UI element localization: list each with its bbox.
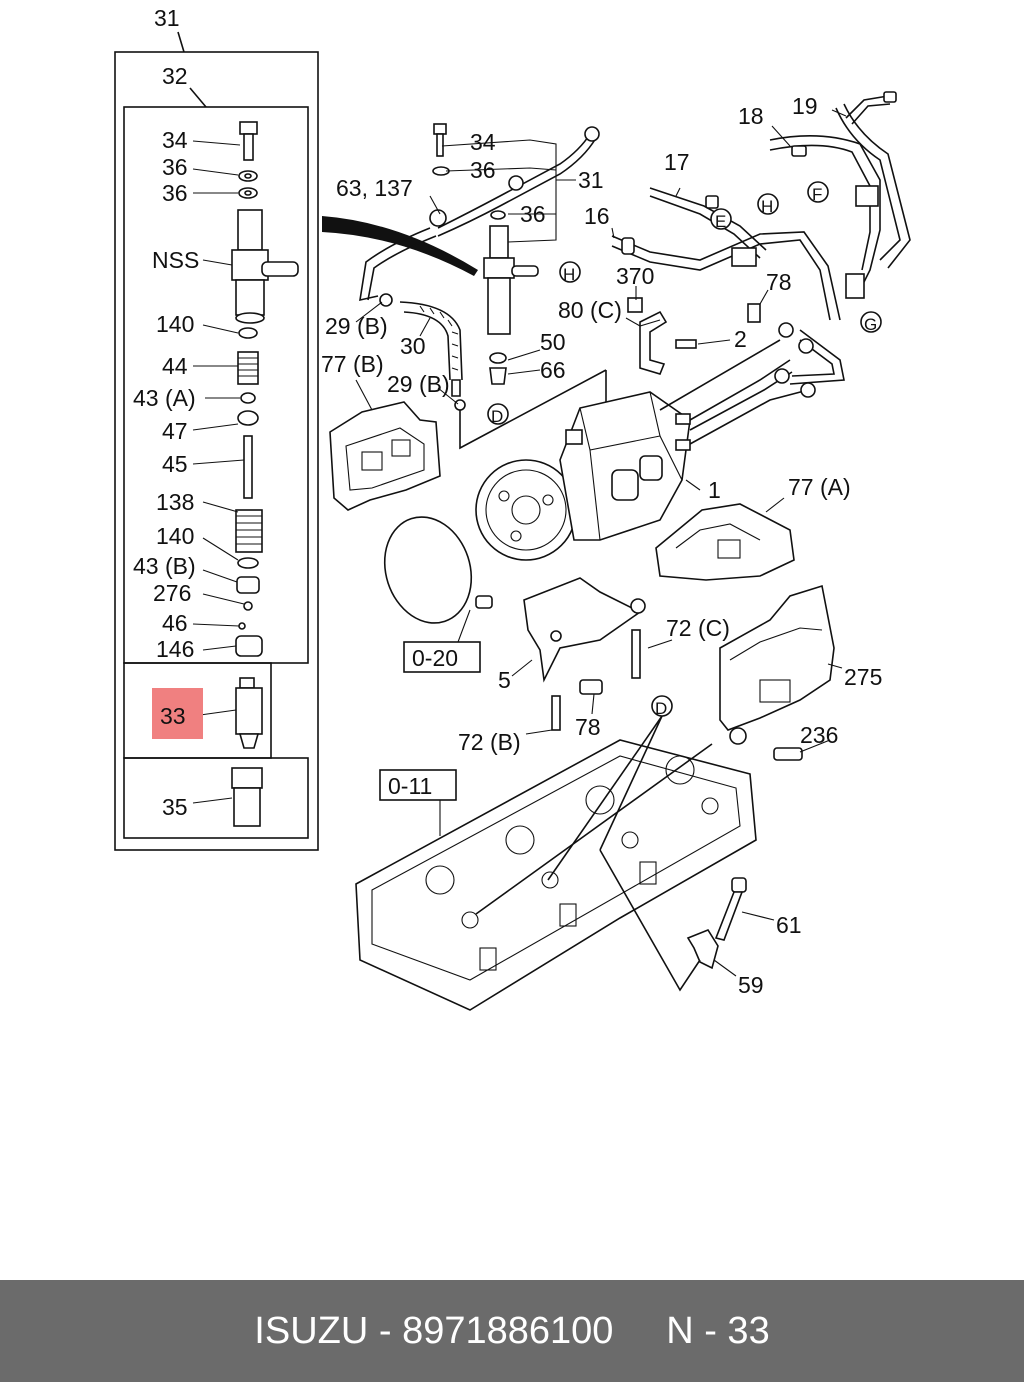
callout-275: 275	[844, 664, 882, 690]
callout-2: 2	[734, 326, 747, 352]
callout-32: 32	[162, 63, 188, 89]
callout-34: 34	[162, 127, 188, 153]
callout-0-20: 0-20	[412, 645, 458, 671]
callout-1: 1	[708, 477, 721, 503]
callout-370: 370	[616, 263, 654, 289]
ref-box-0-20	[403, 641, 481, 673]
callout-18: 18	[738, 103, 764, 129]
injector-assembly-panel	[114, 31, 319, 851]
callout-72b: 72 (B)	[458, 729, 521, 755]
callout-36: 36	[162, 180, 188, 206]
marker-h: H	[761, 197, 773, 216]
callout-29b: 29 (B)	[387, 371, 450, 397]
callout-80c: 80 (C)	[558, 297, 622, 323]
callout-36: 36	[162, 154, 188, 180]
callout-50: 50	[540, 329, 566, 355]
marker-e: E	[715, 212, 726, 231]
callout-43b: 43 (B)	[133, 553, 196, 579]
ref-box-0-11	[379, 769, 457, 801]
engine-assembly-drawing	[322, 91, 911, 1011]
callout-43a: 43 (A)	[133, 385, 196, 411]
callout-276: 276	[153, 580, 191, 606]
callout-47: 47	[162, 418, 188, 444]
callout-29b: 29 (B)	[325, 313, 388, 339]
callout-34: 34	[470, 129, 496, 155]
marker-h: H	[563, 265, 575, 284]
callout-nss: NSS	[152, 247, 199, 273]
highlight-box	[152, 688, 203, 739]
callout-140: 140	[156, 311, 194, 337]
callout-77a: 77 (A)	[788, 474, 851, 500]
marker-g: G	[864, 315, 877, 334]
callout-5: 5	[498, 667, 511, 693]
callout-78: 78	[575, 714, 601, 740]
footer-gap	[613, 1310, 666, 1353]
callout-66: 66	[540, 357, 566, 383]
callout-61: 61	[776, 912, 802, 938]
callout-138: 138	[156, 489, 194, 515]
footer-bar: ISUZU - 8971886100 N - 33	[0, 1280, 1024, 1382]
callout-59: 59	[738, 972, 764, 998]
callout-19: 19	[792, 93, 818, 119]
callout-30: 30	[400, 333, 426, 359]
callout-78: 78	[766, 269, 792, 295]
callout-17: 17	[664, 149, 690, 175]
footer-part-number: 8971886100	[402, 1309, 614, 1352]
circle-markers	[487, 181, 882, 717]
callout-236: 236	[800, 722, 838, 748]
callout-36: 36	[470, 157, 496, 183]
callout-33: 33	[160, 703, 186, 729]
callout-0-11: 0-11	[388, 773, 432, 799]
marker-d: D	[655, 699, 667, 718]
footer-separator: -	[368, 1309, 403, 1352]
callout-36: 36	[520, 201, 546, 227]
callout-16: 16	[584, 203, 610, 229]
marker-f: F	[812, 185, 822, 204]
callout-146: 146	[156, 636, 194, 662]
callout-46: 46	[162, 610, 188, 636]
callout-140: 140	[156, 523, 194, 549]
callout-31: 31	[578, 167, 604, 193]
callout-63-137: 63, 137	[336, 175, 413, 201]
marker-d: D	[491, 407, 503, 426]
parts-diagram: 31 32 34 36 36 NSS 140 44 43 (A) 47 45 1…	[114, 5, 911, 1011]
callout-44: 44	[162, 353, 188, 379]
callout-31: 31	[154, 5, 180, 31]
footer-brand: ISUZU	[254, 1309, 369, 1352]
callout-45: 45	[162, 451, 188, 477]
callout-35: 35	[162, 794, 188, 820]
callout-77b: 77 (B)	[321, 351, 384, 377]
footer-ref: N - 33	[666, 1309, 770, 1352]
callout-72c: 72 (C)	[666, 615, 730, 641]
